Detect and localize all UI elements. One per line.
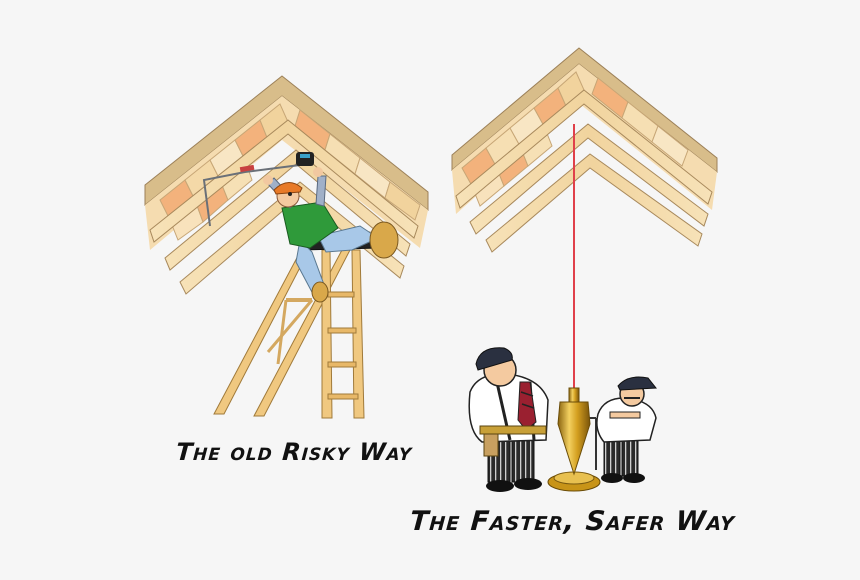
caption-old-risky-way: The old Risky Way (175, 438, 414, 466)
caption-faster-safer-way: The Faster, Safer Way (408, 506, 737, 537)
right-roof-rafters (451, 47, 718, 253)
laser-plumb-bob (547, 387, 601, 492)
worker-right-small (596, 376, 657, 483)
worker-left-large (468, 347, 549, 492)
worker-on-ladder (263, 167, 399, 303)
measuring-tape (202, 152, 314, 227)
